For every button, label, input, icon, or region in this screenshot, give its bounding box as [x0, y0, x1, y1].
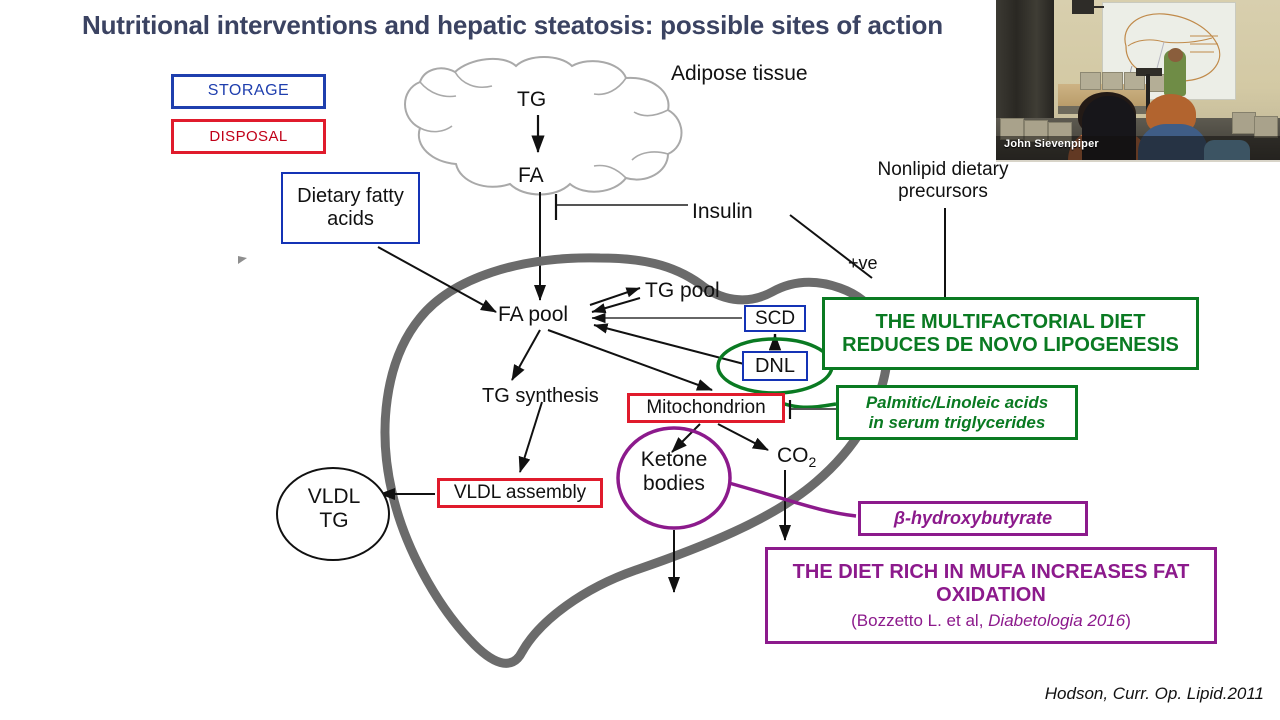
arrow-dietary-fa-to-fa-pool [377, 246, 497, 313]
palmitic-line-1: Palmitic/Linoleic acids [865, 392, 1049, 412]
palmitic-line-2: in serum triglycerides [868, 412, 1046, 432]
scd-box: SCD [744, 305, 806, 332]
panel-chair [1124, 72, 1145, 90]
legend-disposal-box: DISPOSAL [171, 119, 326, 154]
adipose-tissue-cloud [404, 56, 683, 196]
lectern-stem [1146, 74, 1150, 128]
ketone-bodies-circle [616, 426, 732, 530]
palmitic-linoleic-annotation: Palmitic/Linoleic acids in serum triglyc… [836, 385, 1078, 440]
audience-chair [1232, 112, 1256, 134]
bhb-connector [728, 481, 857, 518]
insulin-inhibition [554, 194, 688, 220]
beta-hydroxybutyrate-annotation: β-hydroxybutyrate [858, 501, 1088, 536]
liver-outline [380, 253, 892, 668]
adipose-fa-label: FA [518, 164, 544, 187]
curtain [996, 0, 1054, 118]
mitochondrion-box: Mitochondrion [627, 393, 785, 423]
page-title: Nutritional interventions and hepatic st… [82, 10, 943, 40]
speaker-mount [1092, 6, 1104, 8]
mufa-line-2: OXIDATION [936, 583, 1046, 606]
presenter-body [1164, 50, 1186, 96]
ceiling-speaker [1072, 0, 1094, 14]
multifactorial-diet-annotation: THE MULTIFACTORIAL DIET REDUCES DE NOVO … [822, 297, 1199, 370]
caption-backdrop [996, 136, 1280, 160]
co2-text: CO [777, 444, 809, 467]
co2-label: CO2 [777, 444, 816, 470]
mufa-diet-annotation: THE DIET RICH IN MUFA INCREASES FAT OXID… [765, 547, 1217, 644]
speaker-name-caption: John Sievenpiper [1004, 138, 1099, 150]
audience-chair [1254, 116, 1278, 138]
vldl-tg-circle [276, 467, 390, 561]
mufa-line-1: THE DIET RICH IN MUFA INCREASES FAT [792, 560, 1190, 583]
source-citation: Hodson, Curr. Op. Lipid.2011 [1044, 684, 1264, 703]
mufa-ref-journal: Diabetologia 2016 [988, 610, 1126, 630]
multifactorial-line-2: REDUCES DE NOVO LIPOGENESIS [842, 333, 1179, 356]
fa-pool-label: FA pool [498, 303, 569, 326]
vldl-assembly-box: VLDL assembly [437, 478, 603, 508]
mufa-ref-pre: (Bozzetto L. et al, [851, 610, 989, 630]
legend-storage-box: STORAGE [171, 74, 326, 109]
panel-chair [1080, 72, 1101, 90]
tg-synthesis-label: TG synthesis [482, 385, 599, 407]
mufa-reference: (Bozzetto L. et al, Diabetologia 2016) [851, 611, 1131, 631]
speaker-video-overlay[interactable]: John Sievenpiper [996, 0, 1280, 162]
vldl-tg-label: VLDL TG [307, 485, 361, 533]
adipose-tg-label: TG [517, 88, 547, 111]
presenter-head [1168, 48, 1183, 62]
ketone-bodies-label: Ketone bodies [640, 448, 708, 496]
adipose-tissue-label: Adipose tissue [671, 62, 808, 85]
nonlipid-precursors-label: Nonlipid dietary precursors [877, 159, 1009, 202]
co2-subscript: 2 [808, 454, 817, 471]
lectern-top [1136, 68, 1162, 76]
tg-pool-label: TG pool [645, 279, 720, 302]
palmitic-inhibition [788, 400, 836, 419]
panel-chair [1102, 72, 1123, 90]
dnl-box: DNL [742, 351, 808, 381]
mouse-cursor [238, 256, 247, 264]
multifactorial-line-1: THE MULTIFACTORIAL DIET [875, 310, 1146, 333]
mufa-ref-post: ) [1125, 610, 1131, 630]
dietary-fatty-acids-box: Dietary fatty acids [281, 172, 420, 244]
positive-effect-label: +ve [848, 253, 878, 273]
insulin-label: Insulin [692, 200, 753, 223]
